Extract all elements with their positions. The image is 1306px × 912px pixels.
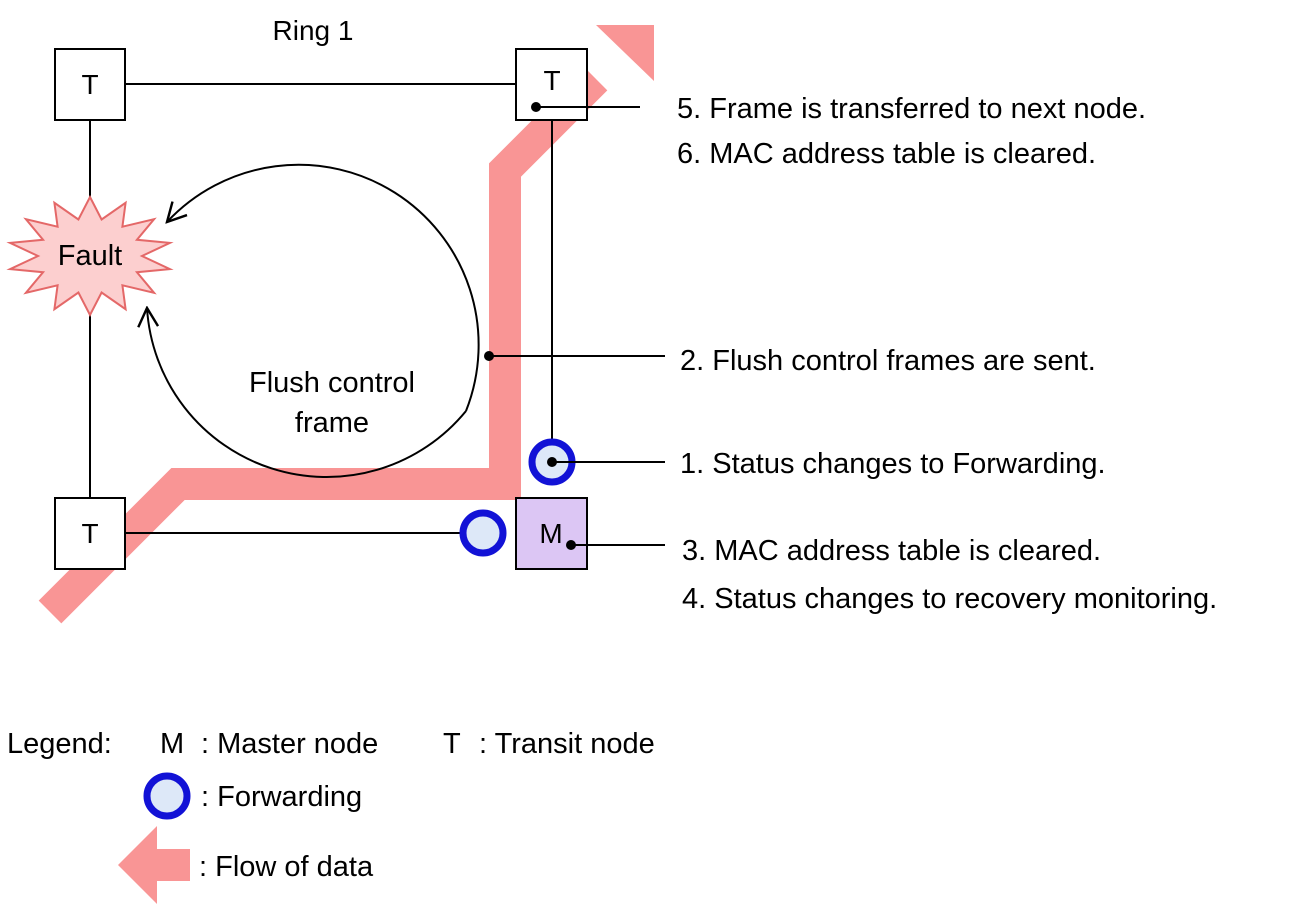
legend-title: Legend: (7, 728, 112, 760)
ring-label: Ring 1 (273, 15, 354, 46)
center-label-line1: Flush control (249, 367, 415, 399)
fault-burst: Fault (6, 194, 174, 318)
legend-flow-text: : Flow of data (199, 851, 374, 883)
leader-dot-step2 (484, 351, 494, 361)
annotation-step3: 3. MAC address table is cleared. (682, 535, 1101, 567)
center-label-line2: frame (295, 407, 369, 439)
fault-label: Fault (58, 240, 122, 272)
legend-master-text: : Master node (201, 728, 378, 760)
leader-dot-step3 (566, 540, 576, 550)
node-bottom-left-label: T (81, 518, 98, 549)
legend-transit-text: : Transit node (479, 728, 655, 760)
node-top-left-label: T (81, 69, 98, 100)
annotation-step2: 2. Flush control frames are sent. (680, 345, 1096, 377)
leader-dot-step5 (531, 102, 541, 112)
annotation-step4: 4. Status changes to recovery monitoring… (682, 583, 1217, 615)
data-flow-arrowhead (596, 25, 654, 81)
legend-transit-symbol: T (443, 728, 461, 760)
legend: Legend: M : Master node T : Transit node… (7, 728, 655, 904)
node-top-right: T (515, 48, 588, 121)
ring-links (89, 83, 553, 534)
flush-arc-upper (167, 163, 480, 412)
legend-master-symbol: M (160, 728, 184, 760)
fault-star-icon (6, 194, 174, 318)
forwarding-port-bottom (459, 509, 507, 557)
data-flow-arrow (38, 25, 654, 624)
annotation-step5: 5. Frame is transferred to next node. (677, 93, 1146, 125)
flush-arc-lower (147, 308, 467, 478)
flush-control-circle (147, 163, 480, 478)
annotation-step1: 1. Status changes to Forwarding. (680, 448, 1106, 480)
leader-dot-step1 (547, 457, 557, 467)
node-bottom-left: T (54, 497, 126, 570)
leader-lines (489, 106, 665, 546)
node-top-left: T (54, 48, 126, 121)
annotation-step6: 6. MAC address table is cleared. (677, 138, 1096, 170)
leader-dots (484, 102, 576, 550)
annotations: 5. Frame is transferred to next node. 6.… (677, 93, 1217, 615)
node-top-right-label: T (543, 65, 560, 96)
node-master: M (515, 497, 588, 570)
legend-forwarding-icon (143, 772, 191, 820)
node-master-label: M (539, 518, 562, 549)
legend-forwarding-text: : Forwarding (201, 781, 362, 813)
data-flow-path (38, 67, 608, 624)
legend-flow-arrow-icon (118, 826, 190, 904)
